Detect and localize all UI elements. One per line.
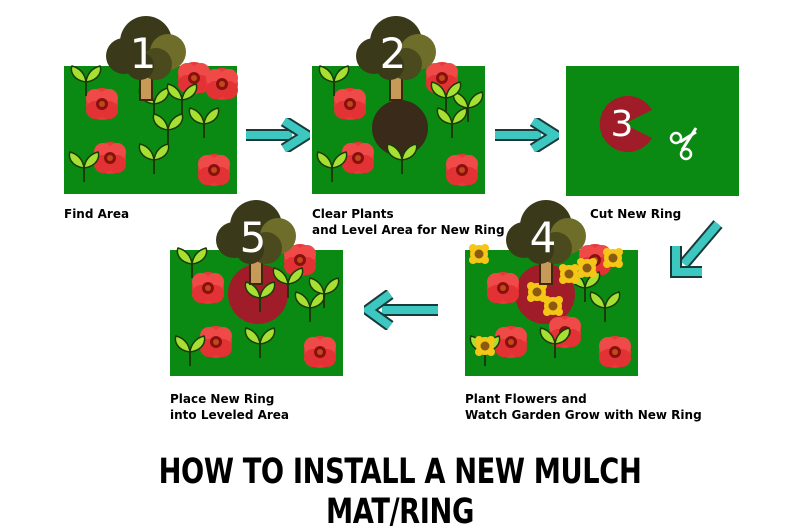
seedling-icon — [244, 327, 276, 359]
caption-line: Find Area — [64, 207, 130, 221]
arrow-icon — [246, 118, 310, 152]
seedling-icon — [174, 335, 206, 367]
tree-icon: 1 — [105, 15, 187, 101]
tree-icon: 2 — [355, 15, 437, 101]
caption-line: into Leveled Area — [170, 408, 290, 422]
poppy-icon — [446, 154, 478, 186]
poppy-icon — [198, 154, 230, 186]
step-4-illustration — [469, 244, 631, 368]
arrow-icon — [495, 118, 559, 152]
caption-line: Clear Plants — [312, 207, 394, 221]
sunflower-icon — [603, 248, 623, 268]
poppy-icon — [304, 336, 336, 368]
scissors-icon — [669, 127, 698, 161]
caption-line: Plant Flowers and — [465, 392, 587, 406]
step-4-number: 4 — [530, 213, 557, 262]
step-2-number: 2 — [380, 29, 407, 78]
page-title: HOW TO INSTALL A NEW MULCH MAT/RING — [158, 452, 642, 532]
poppy-icon — [206, 68, 238, 100]
step-3-number: 3 — [611, 104, 634, 145]
tree-icon: 5 — [215, 199, 297, 285]
step-2-caption: Clear Plants and Level Area for New Ring — [312, 206, 505, 238]
step-1-caption: Find Area — [64, 206, 129, 222]
poppy-icon — [599, 336, 631, 368]
step-5-number: 5 — [240, 213, 267, 262]
step-3-caption: Cut New Ring — [590, 206, 681, 222]
seedling-icon — [316, 151, 348, 183]
caption-line: Cut New Ring — [590, 207, 682, 221]
step-5-caption: Place New Ring into Leveled Area — [170, 391, 289, 423]
caption-line: Watch Garden Grow with New Ring — [465, 408, 702, 422]
step-3-panel: 3 — [566, 66, 739, 196]
ring-icon — [599, 96, 652, 152]
tree-icon: 4 — [505, 199, 587, 285]
step-1-number: 1 — [130, 29, 157, 78]
step-5-illustration — [174, 244, 340, 368]
step-4-caption: Plant Flowers and Watch Garden Grow with… — [465, 391, 702, 423]
arrow-icon — [670, 220, 723, 278]
seedling-icon — [68, 151, 100, 183]
sunflower-icon — [475, 336, 495, 356]
sunflower-icon — [469, 244, 489, 264]
seedling-icon — [138, 143, 170, 175]
step-2-illustration — [316, 62, 484, 186]
step-3-illustration: 3 — [599, 96, 698, 161]
caption-line: Place New Ring — [170, 392, 275, 406]
arrow-icon — [364, 290, 438, 330]
caption-line: and Level Area for New Ring — [312, 223, 505, 237]
